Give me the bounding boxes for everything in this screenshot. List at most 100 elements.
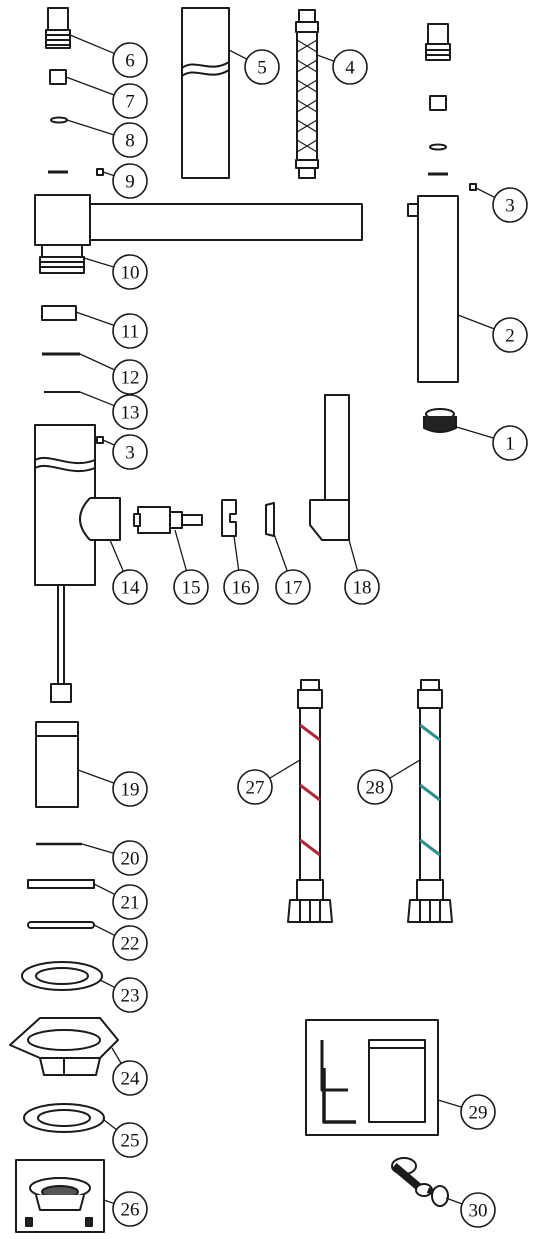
callout-circle bbox=[112, 394, 148, 430]
callout-number: 29 bbox=[469, 1103, 488, 1124]
part-14-valve-body bbox=[34, 424, 121, 703]
callout-number: 19 bbox=[121, 780, 140, 801]
leader-line-18 bbox=[348, 539, 359, 571]
callout-number: 15 bbox=[182, 578, 201, 599]
leader-line-10 bbox=[83, 257, 114, 268]
part-23-ring bbox=[21, 961, 103, 991]
callout-number: 10 bbox=[121, 263, 140, 284]
callout-number: 21 bbox=[121, 893, 140, 914]
leader-line-20 bbox=[81, 843, 114, 854]
callout-circle bbox=[112, 925, 148, 961]
callout-20: 20 bbox=[112, 840, 148, 876]
callout-circle bbox=[173, 569, 209, 605]
callout-19: 19 bbox=[112, 771, 148, 807]
leader-line-11 bbox=[75, 311, 115, 326]
part-26-mount-kit bbox=[15, 1159, 105, 1233]
leader-line-9 bbox=[102, 171, 115, 177]
callout-25: 25 bbox=[112, 1122, 148, 1158]
callout-23: 23 bbox=[112, 977, 148, 1013]
part-7-insert bbox=[49, 69, 67, 85]
part-21-plate bbox=[27, 879, 95, 889]
callout-number: 18 bbox=[353, 578, 372, 599]
right-cartridge-stack bbox=[425, 23, 451, 176]
callout-18: 18 bbox=[344, 569, 380, 605]
callout-number: 11 bbox=[121, 322, 139, 343]
part-8-oring bbox=[50, 116, 68, 124]
leader-line-21 bbox=[93, 883, 116, 895]
callout-number: 6 bbox=[125, 51, 135, 72]
part-15-cartridge bbox=[133, 506, 203, 534]
callout-3: 3 bbox=[112, 434, 148, 470]
callout-number: 12 bbox=[121, 368, 140, 389]
callout-number: 16 bbox=[232, 578, 251, 599]
callout-1: 1 bbox=[492, 425, 528, 461]
callout-circle bbox=[112, 1122, 148, 1158]
callout-circle bbox=[492, 317, 528, 353]
callout-24: 24 bbox=[112, 1060, 148, 1096]
callout-6: 6 bbox=[112, 42, 148, 78]
callout-number: 2 bbox=[505, 326, 515, 347]
part-16-clip bbox=[221, 499, 237, 537]
callout-number: 26 bbox=[121, 1200, 140, 1221]
callout-number: 3 bbox=[505, 196, 515, 217]
leader-line-26 bbox=[103, 1199, 115, 1205]
callout-number: 27 bbox=[246, 778, 265, 799]
leader-line-25 bbox=[103, 1119, 117, 1131]
callout-circle bbox=[112, 359, 148, 395]
callout-circle bbox=[112, 1191, 148, 1227]
callout-2: 2 bbox=[492, 317, 528, 353]
part-22-seal bbox=[27, 921, 95, 929]
callout-30: 30 bbox=[460, 1192, 496, 1228]
part-10-spout bbox=[34, 194, 363, 274]
callout-circle bbox=[112, 977, 148, 1013]
callout-number: 30 bbox=[469, 1201, 488, 1222]
callout-number: 5 bbox=[257, 58, 267, 79]
callout-circle bbox=[275, 569, 311, 605]
leader-line-6 bbox=[69, 34, 115, 55]
callout-circle bbox=[223, 569, 259, 605]
leader-line-7 bbox=[65, 76, 115, 96]
callout-circle bbox=[112, 569, 148, 605]
callout-29: 29 bbox=[460, 1094, 496, 1130]
part-27-hose-hot bbox=[287, 679, 333, 923]
callout-circle bbox=[112, 122, 148, 158]
part-30-valve-fitting bbox=[391, 1157, 449, 1207]
callout-15: 15 bbox=[173, 569, 209, 605]
part-17-cap bbox=[265, 502, 275, 537]
callout-number: 24 bbox=[121, 1069, 141, 1090]
callout-circle bbox=[112, 434, 148, 470]
part-3-set-screw-top bbox=[469, 183, 477, 191]
part-1-aerator bbox=[423, 408, 457, 433]
leader-line-29 bbox=[437, 1099, 462, 1108]
callout-circle bbox=[492, 425, 528, 461]
callout-number: 22 bbox=[121, 934, 140, 955]
part-19-sleeve bbox=[35, 721, 79, 808]
callout-number: 3 bbox=[125, 443, 135, 464]
part-3-set-screw-lower bbox=[96, 436, 104, 444]
callout-circle bbox=[460, 1192, 496, 1228]
callout-circle bbox=[112, 1060, 148, 1096]
callout-5: 5 bbox=[244, 49, 280, 85]
leader-line-27 bbox=[269, 759, 301, 779]
callout-4: 4 bbox=[332, 49, 368, 85]
callout-circle bbox=[112, 254, 148, 290]
callout-circle bbox=[112, 884, 148, 920]
leader-line-8 bbox=[66, 119, 114, 136]
leader-line-19 bbox=[77, 769, 115, 784]
callout-7: 7 bbox=[112, 83, 148, 119]
callout-number: 1 bbox=[505, 434, 515, 455]
callout-number: 25 bbox=[121, 1131, 140, 1152]
part-18-handle bbox=[309, 394, 350, 541]
leader-line-28 bbox=[389, 759, 421, 779]
callout-number: 23 bbox=[121, 986, 140, 1007]
callout-22: 22 bbox=[112, 925, 148, 961]
part-4-braided-hose bbox=[295, 9, 319, 179]
leader-line-12 bbox=[79, 353, 115, 371]
callout-circle bbox=[112, 771, 148, 807]
leader-line-4 bbox=[316, 54, 335, 62]
callout-number: 9 bbox=[125, 172, 135, 193]
part-28-hose-cold bbox=[407, 679, 453, 923]
callout-circle bbox=[112, 83, 148, 119]
leader-line-22 bbox=[93, 924, 116, 936]
